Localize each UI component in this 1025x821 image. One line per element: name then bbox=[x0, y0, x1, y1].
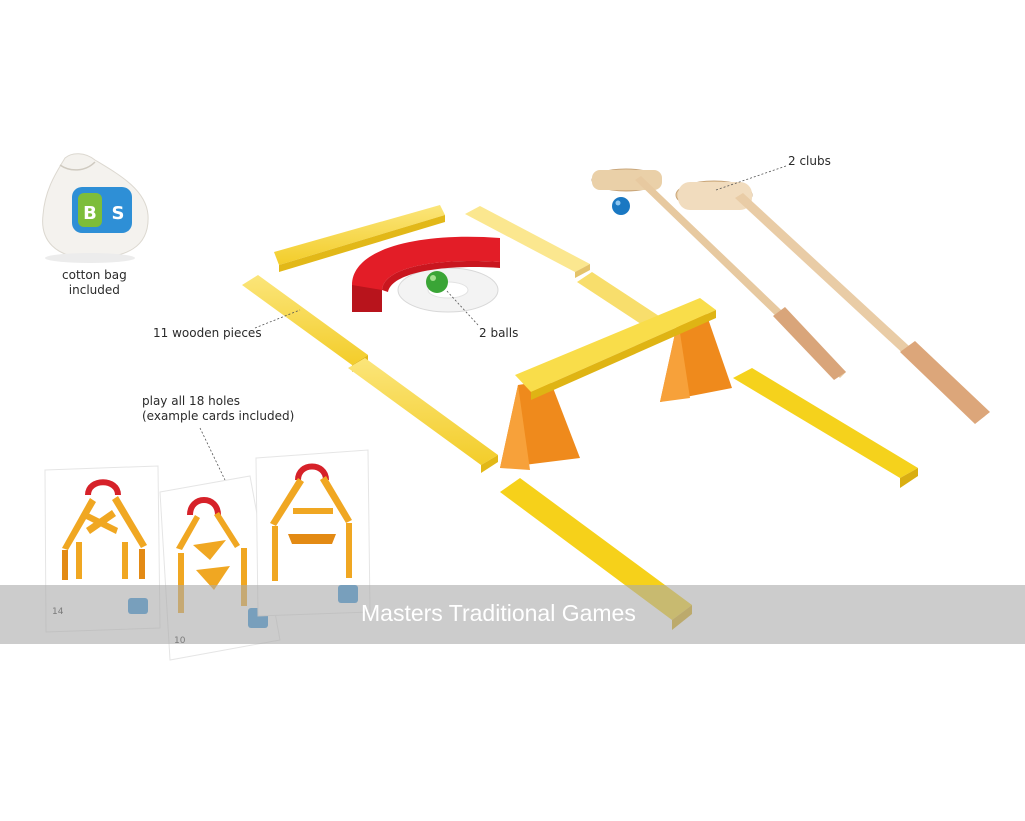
watermark-text: Masters Traditional Games bbox=[361, 600, 636, 626]
clubs-label: 2 clubs bbox=[788, 154, 831, 168]
holes-label: play all 18 holes (example cards include… bbox=[142, 394, 295, 423]
svg-text:B: B bbox=[83, 203, 97, 224]
green-ball bbox=[426, 271, 448, 293]
balls-label: 2 balls bbox=[479, 326, 519, 340]
wooden-planks bbox=[242, 205, 918, 630]
card-third bbox=[255, 449, 371, 617]
wooden-pieces-label: 11 wooden pieces bbox=[153, 326, 262, 340]
arch-obstacle bbox=[352, 236, 500, 313]
bridge-obstacle bbox=[500, 298, 732, 470]
annotation-leaders bbox=[199, 165, 787, 481]
golf-clubs bbox=[591, 168, 990, 424]
svg-text:S: S bbox=[112, 203, 125, 224]
watermark-banner bbox=[0, 585, 1025, 644]
cotton-bag: B S bbox=[42, 153, 149, 263]
cotton-bag-label: cotton bag included bbox=[62, 268, 127, 297]
blue-ball bbox=[612, 197, 630, 215]
